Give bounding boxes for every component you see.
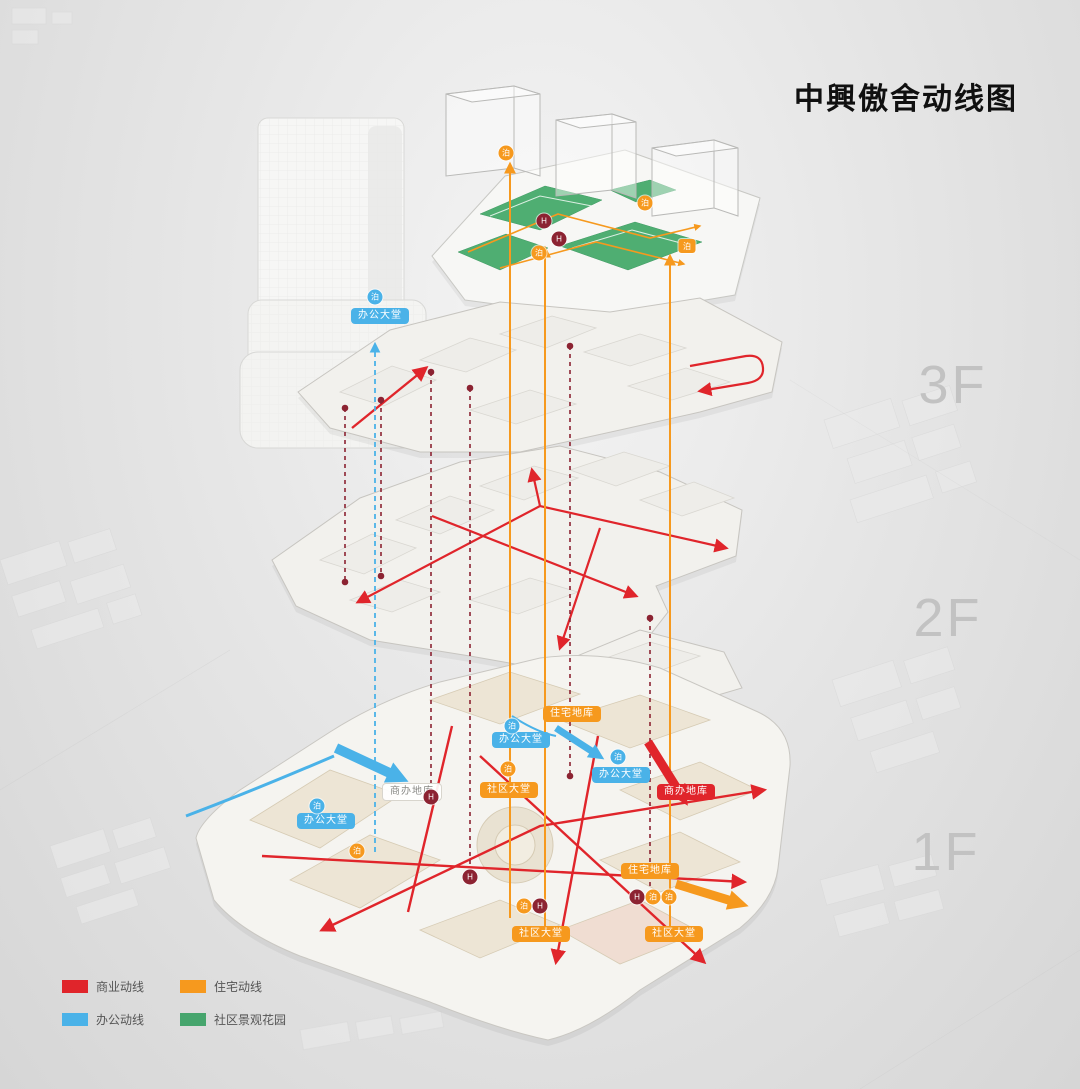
label-office-lobby-east: 办公大堂 xyxy=(592,767,650,783)
floor-plate-2f xyxy=(271,366,743,713)
1f-office-curve xyxy=(185,754,335,818)
elevator-badge-icon: H xyxy=(532,898,548,914)
floor-label-2f: 2F xyxy=(913,588,983,648)
label-office-lobby-tower: 办公大堂 xyxy=(351,308,409,324)
label-office-lobby-west: 办公大堂 xyxy=(297,813,355,829)
garden-residential-paths xyxy=(467,213,702,269)
legend-swatch-garden xyxy=(180,1013,206,1026)
2f-to-3f-commercial-arrow xyxy=(351,366,429,429)
3f-commercial-loop xyxy=(689,354,765,397)
office-parking-badge-icon: 泊 xyxy=(504,718,520,734)
legend: 商业动线 住宅动线 办公动线 社区景观花园 xyxy=(62,978,286,1028)
label-community-lobby-center: 社区大堂 xyxy=(480,782,538,798)
future-tower-outlines xyxy=(445,85,739,217)
floor-plate-garden xyxy=(431,85,761,324)
legend-label-residential: 住宅动线 xyxy=(214,980,263,994)
background-city xyxy=(0,7,1080,1089)
legend-label-garden: 社区景观花园 xyxy=(214,1013,287,1027)
legend-swatch-office xyxy=(62,1013,88,1026)
floor-plate-1f xyxy=(185,655,791,1046)
parking-badge-icon: 泊 xyxy=(678,239,696,253)
label-office-lobby-center: 办公大堂 xyxy=(492,732,550,748)
elevator-badge-icon: H xyxy=(551,231,567,247)
page-title: 中興傲舍动线图 xyxy=(794,83,1018,116)
elevator-badge-icon: H xyxy=(423,789,439,805)
floor-label-1f: 1F xyxy=(911,822,981,882)
parking-badge-icon: 泊 xyxy=(516,898,532,914)
legend-label-commercial: 商业动线 xyxy=(96,980,145,994)
parking-badge-icon: 泊 xyxy=(498,145,514,161)
elevator-badge-icon: H xyxy=(462,869,478,885)
legend-item-office: 办公动线 xyxy=(62,1011,180,1028)
floor-label-3f: 3F xyxy=(918,355,988,415)
legend-item-residential: 住宅动线 xyxy=(180,978,286,995)
floor-plate-3f xyxy=(297,297,783,458)
parking-badge-icon: 泊 xyxy=(349,843,365,859)
legend-item-commercial: 商业动线 xyxy=(62,978,180,995)
parking-badge-icon: 泊 xyxy=(645,889,661,905)
parking-badge-icon: 泊 xyxy=(661,889,677,905)
parking-badge-icon: 泊 xyxy=(531,245,547,261)
1f-office-curve-small xyxy=(511,715,557,737)
office-parking-badge-icon: 泊 xyxy=(610,749,626,765)
parking-badge-icon: 泊 xyxy=(500,761,516,777)
office-parking-badge-icon: 泊 xyxy=(367,289,383,305)
parking-badge-icon: 泊 xyxy=(637,195,653,211)
elevator-badge-icon: H xyxy=(536,213,552,229)
2f-commercial-paths xyxy=(355,467,729,651)
commercial-vertical-lines xyxy=(341,342,654,888)
label-residential-garage-south: 住宅地库 xyxy=(621,863,679,879)
label-community-lobby-south: 社区大堂 xyxy=(512,926,570,942)
legend-swatch-residential xyxy=(180,980,206,993)
elevator-badge-icon: H xyxy=(629,889,645,905)
label-community-lobby-southeast: 社区大堂 xyxy=(645,926,703,942)
label-commercial-office-garage-east: 商办地库 xyxy=(657,784,715,800)
label-residential-garage-north: 住宅地库 xyxy=(543,706,601,722)
legend-item-garden: 社区景观花园 xyxy=(180,1011,286,1028)
office-parking-badge-icon: 泊 xyxy=(309,798,325,814)
legend-swatch-commercial xyxy=(62,980,88,993)
legend-label-office: 办公动线 xyxy=(96,1013,145,1027)
